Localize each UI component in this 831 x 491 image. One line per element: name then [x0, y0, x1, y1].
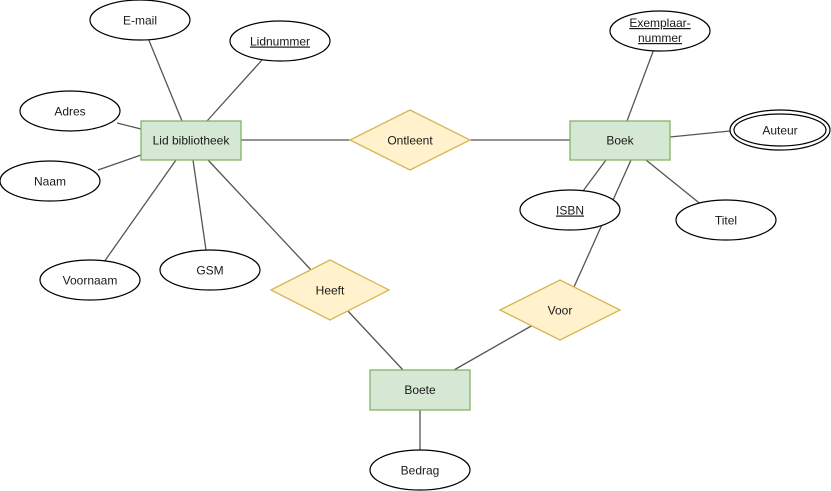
attribute-lidnummer-label: Lidnummer [250, 35, 310, 49]
relationship-voor[interactable]: Voor [498, 279, 622, 341]
line-voor-boete [453, 324, 534, 371]
attribute-email-label: E-mail [123, 14, 157, 28]
attribute-exemplaarnummer-label-line1: Exemplaar- [629, 16, 690, 30]
attribute-adres[interactable]: Adres [19, 90, 121, 132]
line-lid-email [147, 37, 183, 122]
attribute-lidnummer[interactable]: Lidnummer [229, 20, 331, 62]
entity-boete-label: Boete [404, 383, 436, 397]
attribute-bedrag-label: Bedrag [401, 464, 440, 478]
relationship-heeft[interactable]: Heeft [269, 259, 391, 321]
entity-lid-bibliotheek-label: Lid bibliotheek [153, 134, 231, 148]
attribute-auteur-label: Auteur [762, 124, 797, 138]
line-lid-lidnummer [206, 59, 263, 122]
relationship-heeft-label: Heeft [316, 284, 345, 298]
line-lid-voornaam [103, 159, 177, 263]
attribute-naam-label: Naam [34, 175, 66, 189]
line-lid-gsm [192, 159, 207, 251]
relationship-voor-label: Voor [548, 304, 573, 318]
attribute-isbn[interactable]: ISBN [519, 189, 621, 231]
attribute-voornaam-label: Voornaam [63, 274, 118, 288]
line-boek-titel [645, 159, 704, 207]
line-heeft-boete [346, 309, 404, 371]
relationship-ontleent-label: Ontleent [387, 134, 433, 148]
line-boek-exemplaarnummer [626, 48, 655, 122]
attribute-naam[interactable]: Naam [0, 160, 101, 202]
entity-boete[interactable]: Boete [369, 369, 471, 411]
entity-boek-label: Boek [606, 134, 634, 148]
attribute-adres-label: Adres [54, 105, 85, 119]
attribute-bedrag[interactable]: Bedrag [369, 449, 471, 491]
attribute-email[interactable]: E-mail [89, 0, 191, 41]
line-lid-naam [97, 154, 142, 171]
attribute-voornaam[interactable]: Voornaam [39, 259, 141, 301]
attribute-auteur[interactable]: Auteur [729, 109, 831, 151]
relationship-ontleent[interactable]: Ontleent [348, 109, 472, 171]
attribute-isbn-label: ISBN [556, 204, 584, 218]
attribute-gsm-label: GSM [196, 264, 223, 278]
attribute-gsm[interactable]: GSM [159, 249, 261, 291]
attribute-titel[interactable]: Titel [675, 199, 777, 241]
line-lid-heeft [207, 159, 313, 272]
attribute-exemplaarnummer-label-line2: nummer [638, 31, 682, 45]
attribute-titel-label: Titel [715, 214, 737, 228]
line-lid-adres [116, 122, 142, 130]
line-boek-isbn [582, 159, 607, 192]
line-boek-auteur [669, 130, 731, 138]
attribute-exemplaarnummer[interactable]: Exemplaar- nummer [609, 10, 711, 52]
connector-lines [97, 37, 731, 450]
entity-lid-bibliotheek[interactable]: Lid bibliotheek [140, 120, 242, 161]
entity-boek[interactable]: Boek [569, 120, 671, 161]
